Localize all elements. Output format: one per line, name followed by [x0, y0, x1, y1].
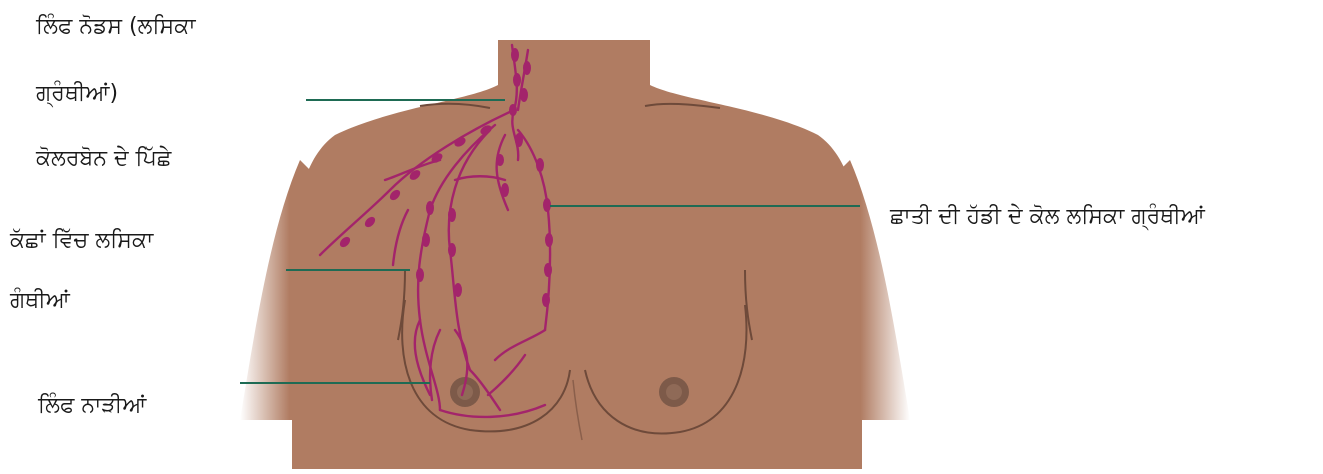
right-nipple — [659, 377, 689, 407]
torso-silhouette — [292, 40, 862, 469]
label-sternum-nodes: ਛਾਤੀ ਦੀ ਹੱਡੀ ਦੇ ਕੋਲ ਲਸਿਕਾ ਗ੍ਰੰਥੀਆਂ — [890, 206, 1205, 228]
label-axilla-nodes-line1: ਕੱਛਾਂ ਵਿੱਚ ਲਸਿਕਾ — [10, 230, 153, 252]
label-lymph-vessels: ਲਿੰਫ ਨਾੜੀਆਂ — [38, 395, 146, 417]
label-collarbone-nodes-line1: ਲਿੰਫ ਨੋਡਸ (ਲਸਿਕਾ — [36, 16, 196, 38]
label-collarbone-nodes-line2: ਗ੍ਰੰਥੀਆਂ) — [36, 83, 118, 105]
label-collarbone-nodes-line3: ਕੋਲਰਬੋਨ ਦੇ ਪਿੱਛੇ — [36, 148, 171, 170]
label-axilla-nodes-line2: ਗੰਥੀਆਂ — [10, 290, 70, 312]
